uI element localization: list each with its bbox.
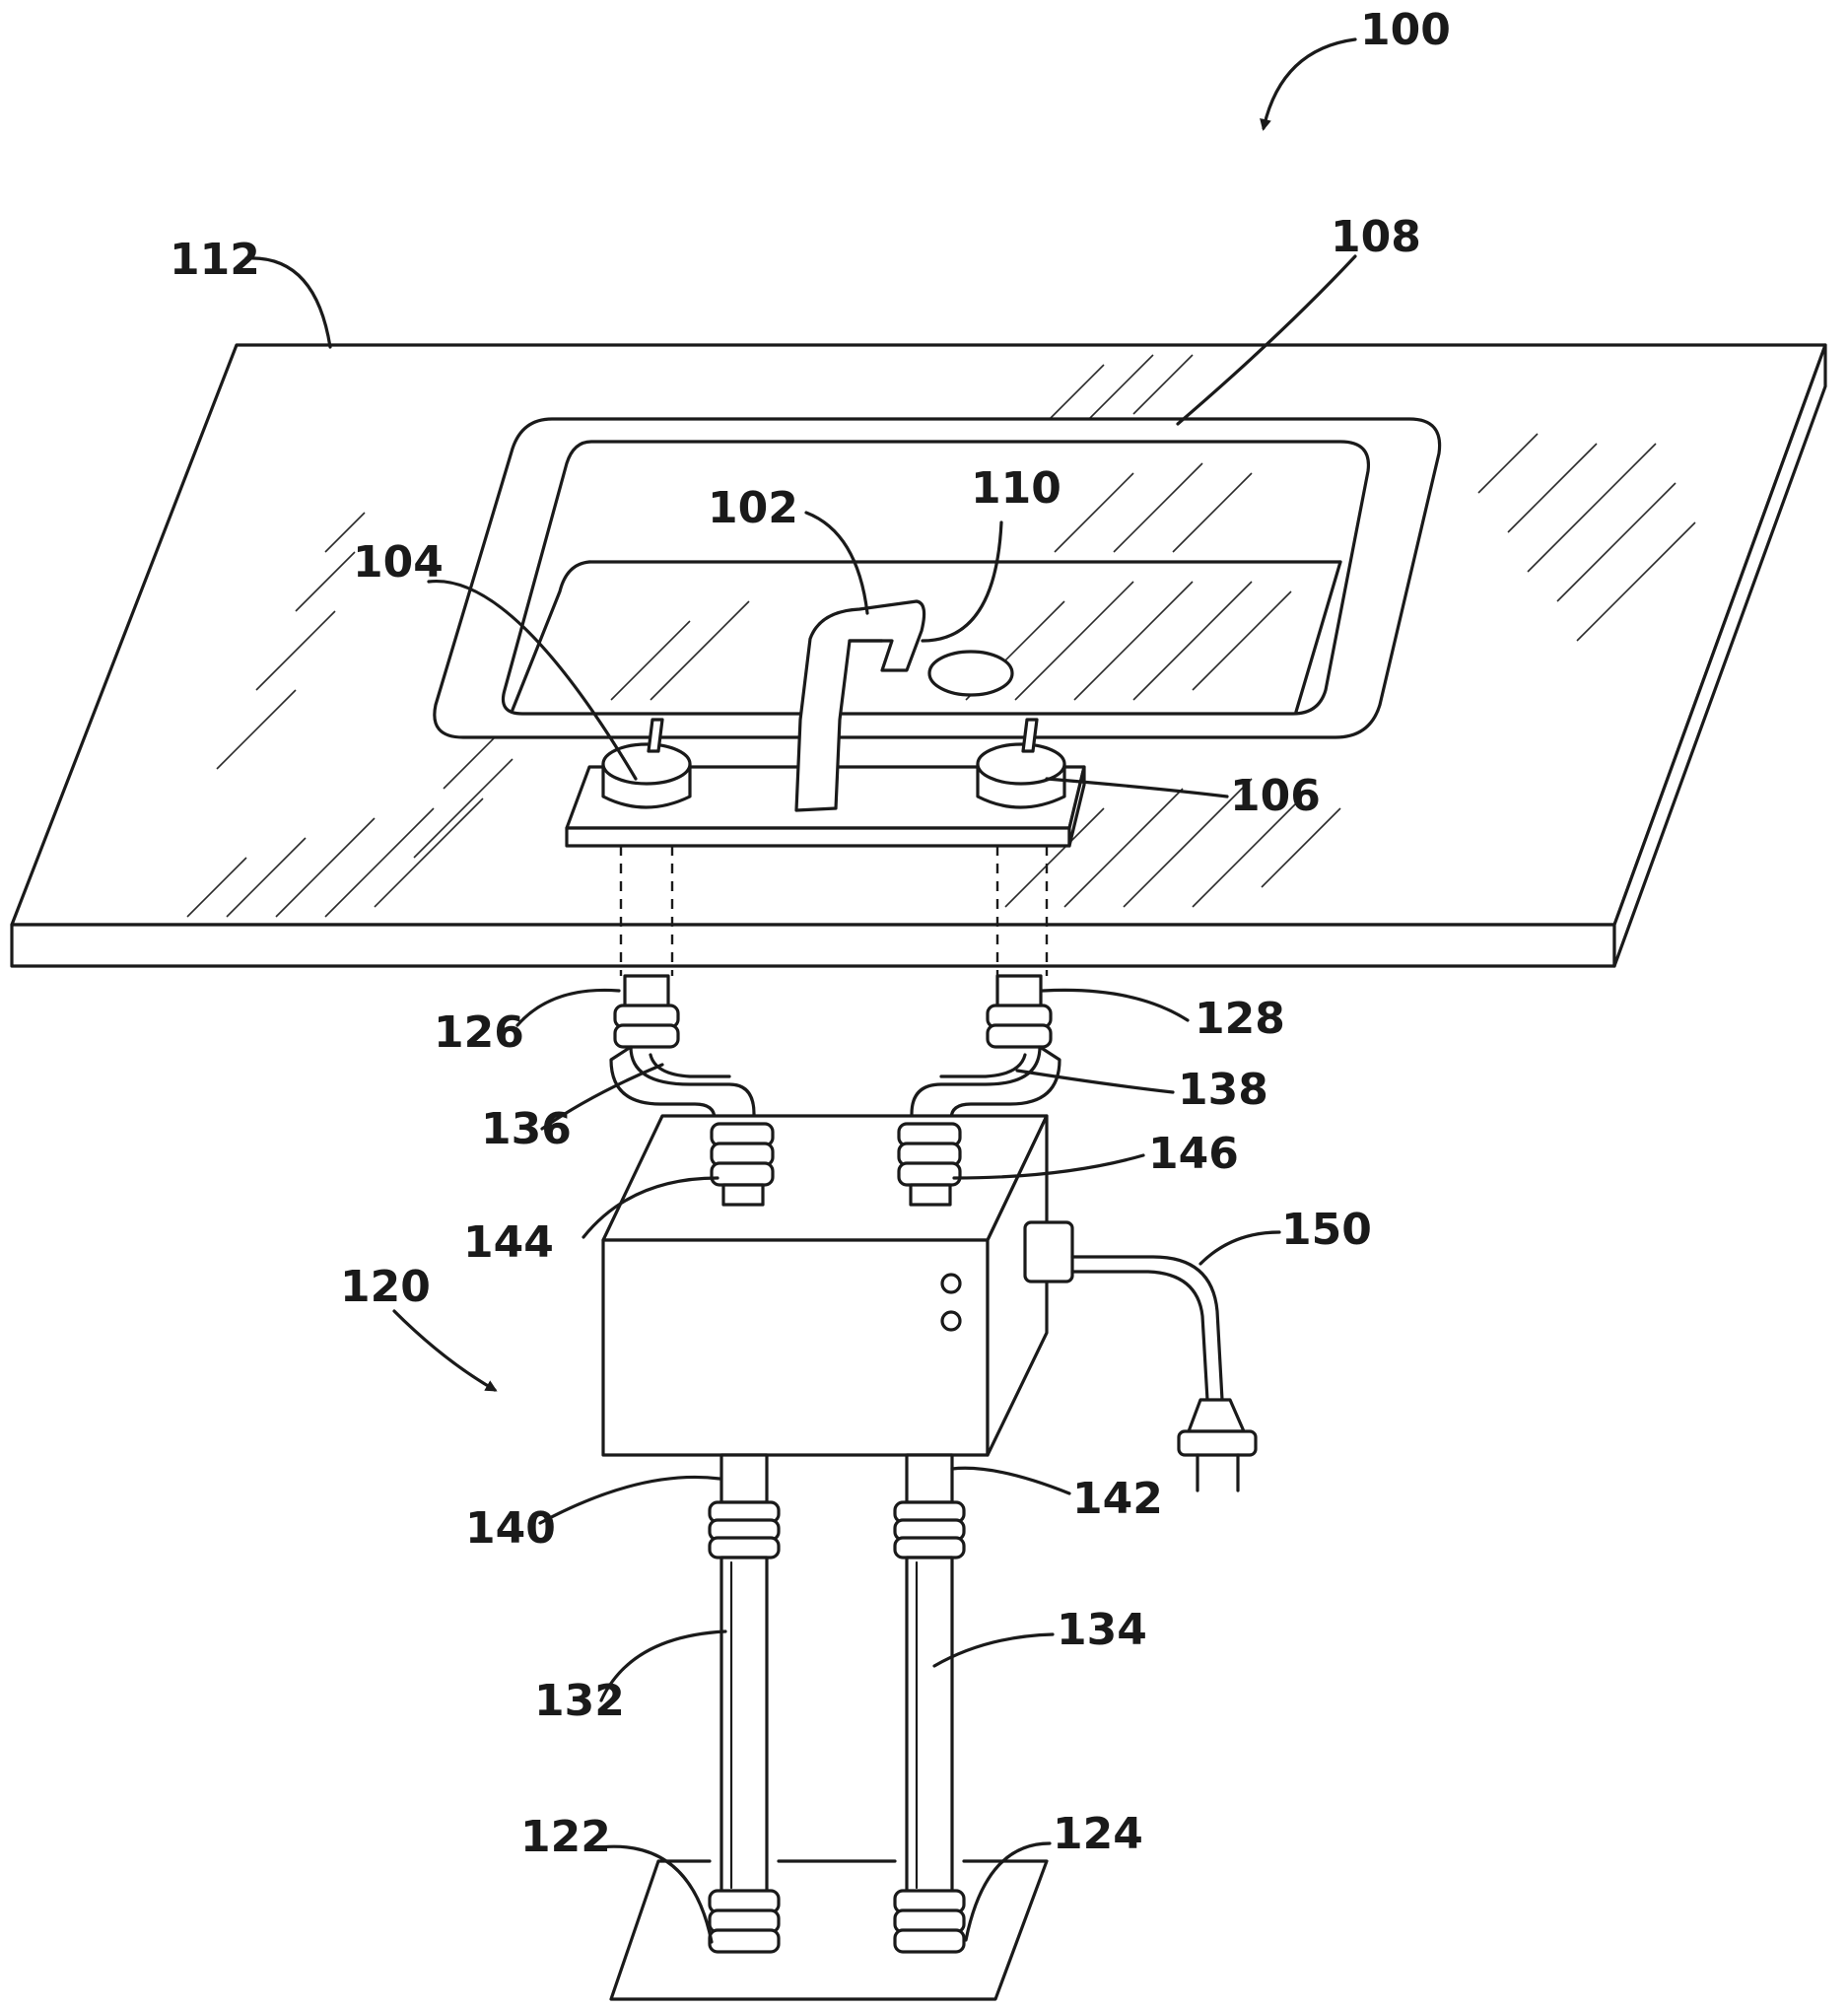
label-146: 146 (1148, 1129, 1239, 1179)
leader-142 (950, 1466, 1071, 1495)
label-110: 110 (971, 463, 1061, 514)
leader-122 (589, 1844, 714, 1944)
drain (927, 650, 1014, 697)
label-136: 136 (481, 1104, 572, 1154)
label-102: 102 (708, 483, 798, 533)
leader-134 (932, 1632, 1055, 1668)
label-120: 120 (340, 1262, 431, 1312)
leader-104 (427, 579, 638, 781)
leader-146 (952, 1153, 1145, 1180)
label-122: 122 (520, 1812, 611, 1862)
leader-lines (244, 37, 1357, 1944)
leader-150 (1198, 1230, 1281, 1266)
label-112: 112 (170, 235, 260, 285)
power-cord (1023, 1220, 1258, 1492)
label-132: 132 (534, 1676, 625, 1726)
leader-126 (515, 988, 621, 1027)
heater-unit (601, 1114, 1049, 1457)
label-128: 128 (1195, 994, 1285, 1044)
leader-100 (1260, 37, 1357, 131)
label-124: 124 (1053, 1809, 1143, 1859)
hidden-lines (619, 846, 1049, 976)
countertop-hatching (186, 354, 1696, 918)
label-142: 142 (1072, 1474, 1163, 1524)
label-144: 144 (463, 1217, 554, 1268)
label-126: 126 (434, 1007, 524, 1058)
leader-132 (599, 1629, 727, 1702)
label-150: 150 (1281, 1205, 1372, 1255)
sink-basin (433, 417, 1442, 739)
left-supply-line (708, 1453, 781, 1954)
reference-labels: 100 112 108 102 110 104 106 126 128 136 … (170, 5, 1451, 1862)
left-handle (601, 718, 692, 809)
leader-120 (392, 1309, 498, 1392)
label-138: 138 (1178, 1065, 1268, 1115)
right-riser-bend (910, 974, 1061, 1136)
leader-136 (540, 1063, 664, 1131)
leader-110 (921, 520, 1003, 643)
floor-plate (609, 1859, 1049, 2001)
faucet (565, 599, 1086, 848)
indicator-light-lower (940, 1310, 962, 1332)
label-134: 134 (1057, 1605, 1147, 1655)
leader-124 (964, 1841, 1052, 1942)
right-handle (976, 718, 1066, 809)
unit-outlet-right (897, 1122, 962, 1207)
leader-138 (1015, 1069, 1175, 1094)
label-106: 106 (1230, 771, 1321, 821)
faucet-spout (794, 599, 926, 812)
leader-128 (1041, 988, 1190, 1022)
label-100: 100 (1360, 5, 1451, 55)
label-140: 140 (465, 1503, 556, 1554)
leader-106 (1045, 777, 1229, 798)
leader-102 (804, 511, 869, 615)
label-104: 104 (353, 537, 444, 588)
label-108: 108 (1331, 212, 1421, 262)
sink-hatching (610, 462, 1292, 701)
leader-144 (582, 1176, 719, 1239)
leader-112 (244, 256, 332, 349)
unit-outlet-left (710, 1122, 775, 1207)
leader-108 (1176, 254, 1357, 426)
indicator-light-upper (940, 1273, 962, 1294)
left-riser-bend (609, 974, 756, 1136)
right-supply-line (893, 1453, 966, 1954)
leader-140 (538, 1475, 721, 1525)
